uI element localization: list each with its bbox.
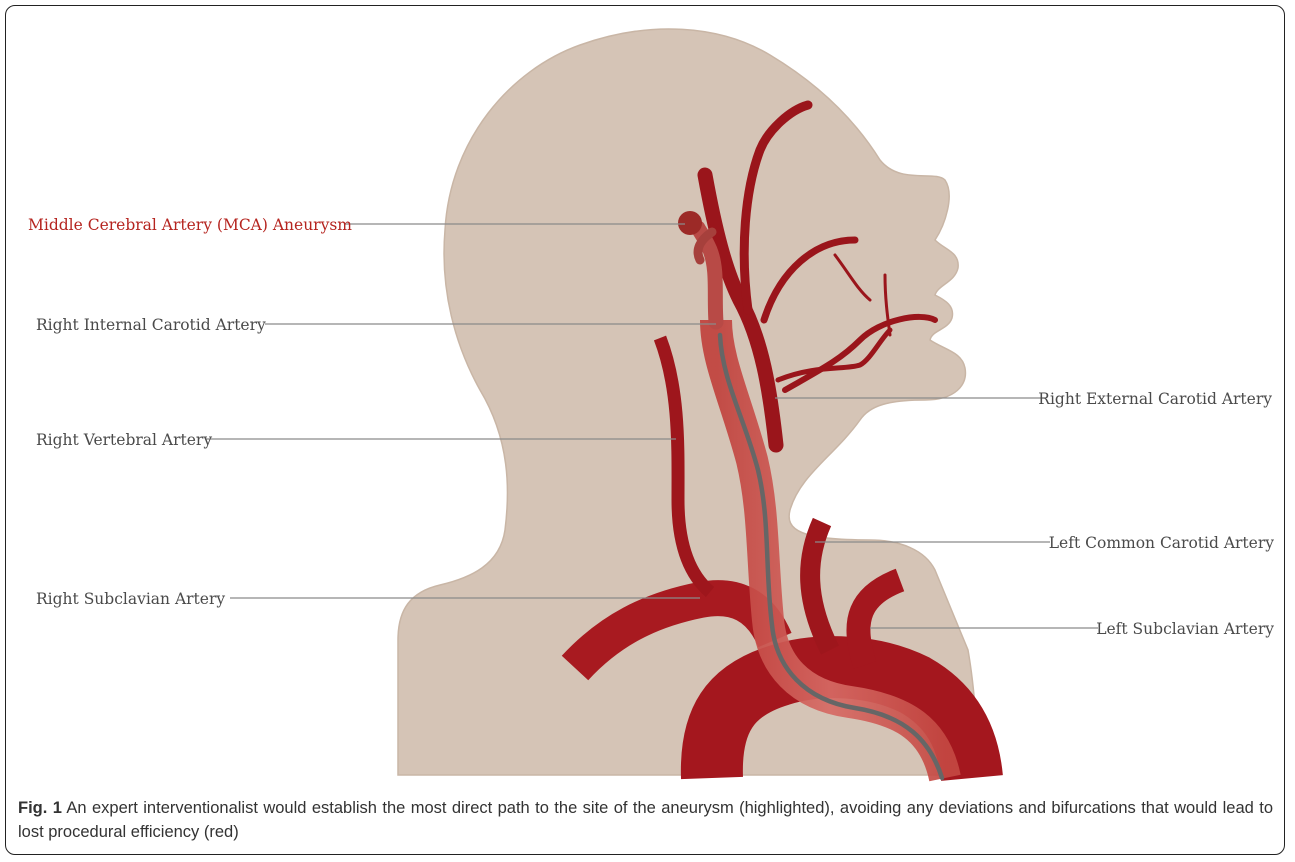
label-right-internal-carotid: Right Internal Carotid Artery: [36, 316, 266, 334]
label-mca-aneurysm: Middle Cerebral Artery (MCA) Aneurysm: [28, 216, 352, 234]
label-right-vertebral: Right Vertebral Artery: [36, 431, 212, 449]
caption-text: An expert interventionalist would establ…: [18, 799, 1273, 841]
label-left-common-carotid: Left Common Carotid Artery: [1049, 534, 1274, 552]
label-left-subclavian: Left Subclavian Artery: [1096, 620, 1274, 638]
mca-aneurysm: [678, 211, 702, 235]
figure-number: Fig. 1: [18, 799, 62, 817]
figure-caption: Fig. 1 An expert interventionalist would…: [18, 796, 1273, 844]
label-right-subclavian: Right Subclavian Artery: [36, 590, 225, 608]
label-right-external-carotid: Right External Carotid Artery: [1038, 390, 1272, 408]
anatomy-illustration: Middle Cerebral Artery (MCA) Aneurysm Ri…: [0, 0, 1295, 790]
